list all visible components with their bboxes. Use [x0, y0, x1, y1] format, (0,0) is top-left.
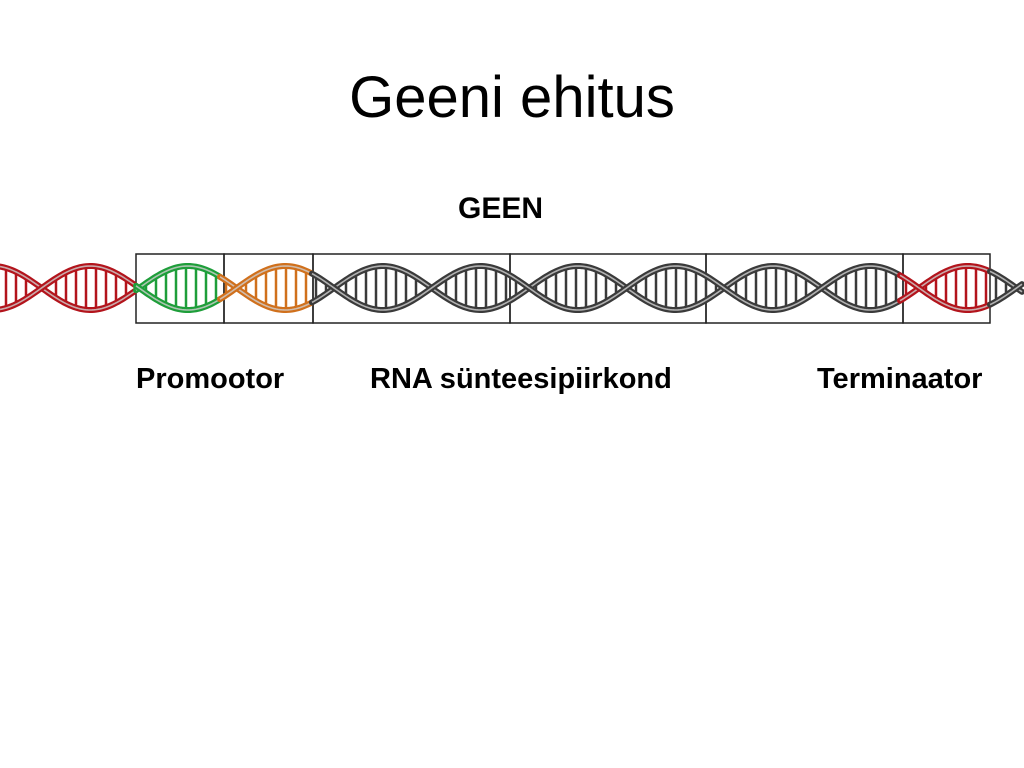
helix-strand-highlight	[135, 265, 221, 291]
gene-label: GEEN	[458, 192, 544, 225]
dna-helix-diagram	[0, 253, 1024, 324]
helix-strand-highlight	[311, 265, 901, 311]
helix-strand-highlight	[0, 265, 137, 311]
rna-synthesis-region-label: RNA sünteesipiirkond	[370, 363, 672, 395]
helix-strand-highlight	[135, 285, 221, 311]
helix-strand-highlight	[899, 274, 991, 311]
helix-strand-highlight	[989, 283, 1023, 306]
helix-strand-highlight	[219, 265, 313, 300]
helix-strands	[0, 262, 1024, 314]
terminator-label: Terminaator	[817, 363, 983, 395]
helix-strand-highlight	[0, 265, 137, 311]
promoter-label: Promootor	[136, 363, 285, 395]
frame-terminator	[902, 253, 991, 324]
slide-title: Geeni ehitus	[349, 65, 675, 130]
helix-strand-highlight	[899, 265, 991, 302]
helix-strand-highlight	[311, 265, 901, 311]
